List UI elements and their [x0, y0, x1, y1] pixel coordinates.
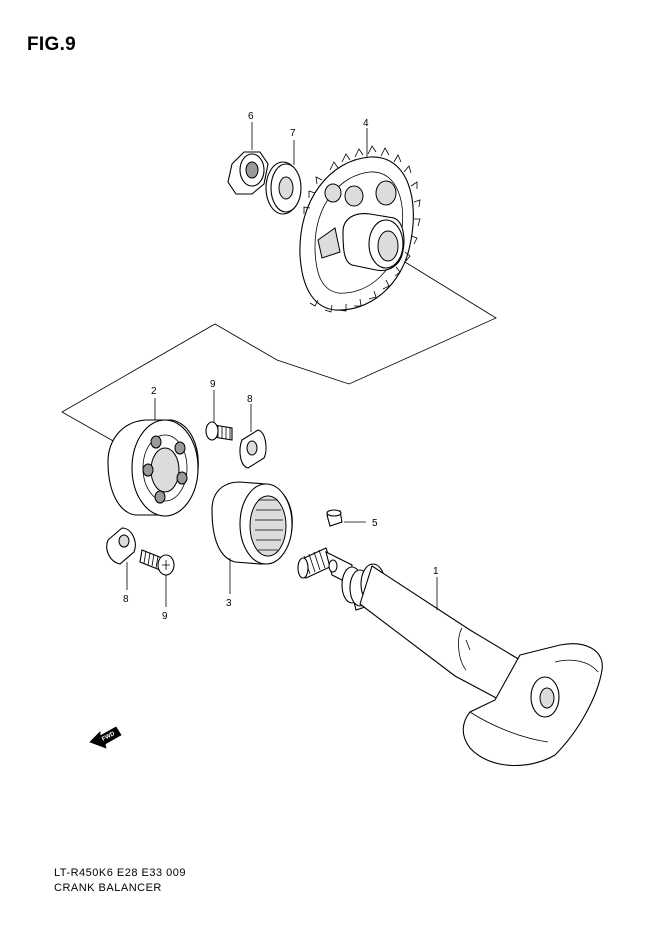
footer-section-name: CRANK BALANCER: [54, 882, 162, 894]
callout-2: 2: [151, 386, 157, 397]
callout-9-upper: 9: [210, 379, 216, 390]
callout-8-lower: 8: [123, 594, 129, 605]
leader-lines: [126, 122, 438, 610]
footer-model-code: LT-R450K6 E28 E33 009: [54, 867, 186, 879]
callout-7: 7: [290, 128, 296, 139]
callout-4: 4: [363, 118, 369, 129]
assembly-outline: [61, 261, 497, 443]
callout-5: 5: [372, 518, 378, 529]
fwd-arrow-icon: FWD: [89, 726, 122, 749]
part-3-needle-bearing: [211, 481, 293, 565]
part-7-washer: [265, 161, 302, 215]
callout-1: 1: [433, 566, 439, 577]
part-6-nut: [227, 151, 269, 195]
callout-numbers: 6 7 4 2 9 8 5 1 8 3 9: [123, 111, 439, 622]
figure-title: FIG.9: [27, 34, 77, 55]
part-8-plate-lower: [106, 527, 136, 565]
part-9-screw-lower: [139, 549, 175, 576]
callout-3: 3: [226, 598, 232, 609]
callout-8-upper: 8: [247, 394, 253, 405]
part-2-bearing: [107, 419, 199, 517]
callout-9-lower: 9: [162, 611, 168, 622]
callout-6: 6: [248, 111, 254, 122]
part-1-balancer-shaft: [297, 547, 603, 766]
part-8-plate-upper: [239, 429, 267, 469]
part-4-balancer-gear: [299, 145, 421, 313]
part-9-screw-upper: [205, 421, 233, 441]
part-5-dowel-pin: [326, 509, 343, 527]
